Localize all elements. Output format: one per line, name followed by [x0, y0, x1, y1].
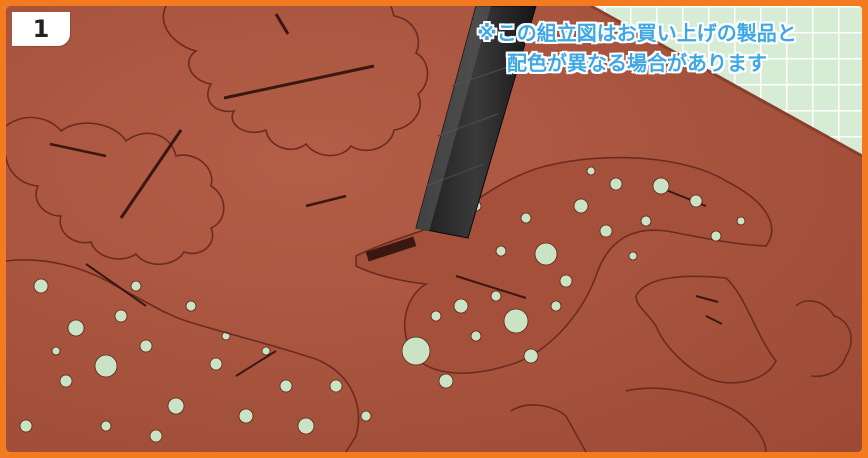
- step-badge: 1: [12, 12, 70, 46]
- cutout-holes: [19, 166, 746, 443]
- disclaimer-line-1: ※この組立図はお買い上げの製品と: [477, 21, 797, 45]
- color-disclaimer: ※この組立図はお買い上げの製品と 配色が異なる場合があります: [442, 18, 832, 78]
- flower-piece: [6, 6, 429, 265]
- disclaimer-line-2: 配色が異なる場合があります: [507, 51, 767, 75]
- step-number: 1: [32, 15, 50, 43]
- cutting-photo: [6, 6, 862, 452]
- knife-blade: [415, 6, 537, 239]
- figure-pieces-right: [510, 275, 852, 452]
- spotted-piece-left: [6, 259, 360, 452]
